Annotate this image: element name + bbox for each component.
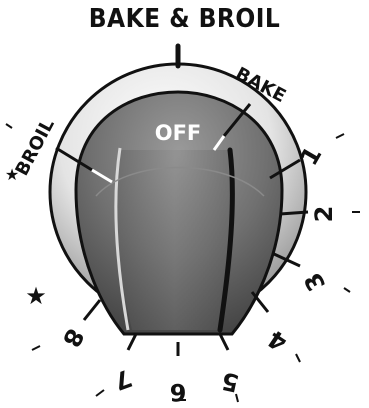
tick-4 — [250, 291, 270, 313]
dash-5 — [235, 393, 239, 403]
knob-pointer-indicator — [217, 147, 235, 333]
tick-1 — [269, 158, 301, 180]
dash-broil — [5, 123, 13, 129]
scale-number-6: 6 — [170, 378, 187, 406]
star-icon: ★ — [25, 282, 47, 310]
dash-1 — [335, 133, 345, 139]
tick-bake — [222, 103, 252, 137]
knob-grip-ridge — [116, 150, 233, 330]
knob-grip-line-left — [114, 147, 130, 331]
scale-number-5: 5 — [219, 366, 241, 397]
scale-number-4: 4 — [263, 324, 293, 357]
knob-inner-arc — [95, 166, 265, 197]
tick-5 — [218, 333, 230, 351]
dash-3 — [343, 287, 351, 293]
oven-mode-title: BAKE & BROIL — [88, 4, 281, 34]
off-label: OFF — [155, 121, 202, 145]
tick-8 — [82, 299, 102, 321]
scale-number-3: 3 — [299, 268, 332, 296]
tick-bake-inner — [212, 135, 226, 151]
dash-8 — [31, 345, 41, 351]
scale-number-2: 2 — [310, 206, 338, 223]
scale-number-8: 8 — [57, 324, 90, 352]
tick-broil-inner — [91, 168, 113, 184]
scale-number-7: 7 — [110, 364, 135, 396]
tick-2 — [279, 210, 309, 216]
tick-7 — [126, 333, 138, 351]
tick-broil — [55, 146, 93, 172]
tick-3 — [273, 252, 301, 268]
dash-7 — [95, 389, 105, 397]
dash-4 — [295, 353, 301, 363]
star-broil-icon: ★ — [5, 165, 19, 184]
